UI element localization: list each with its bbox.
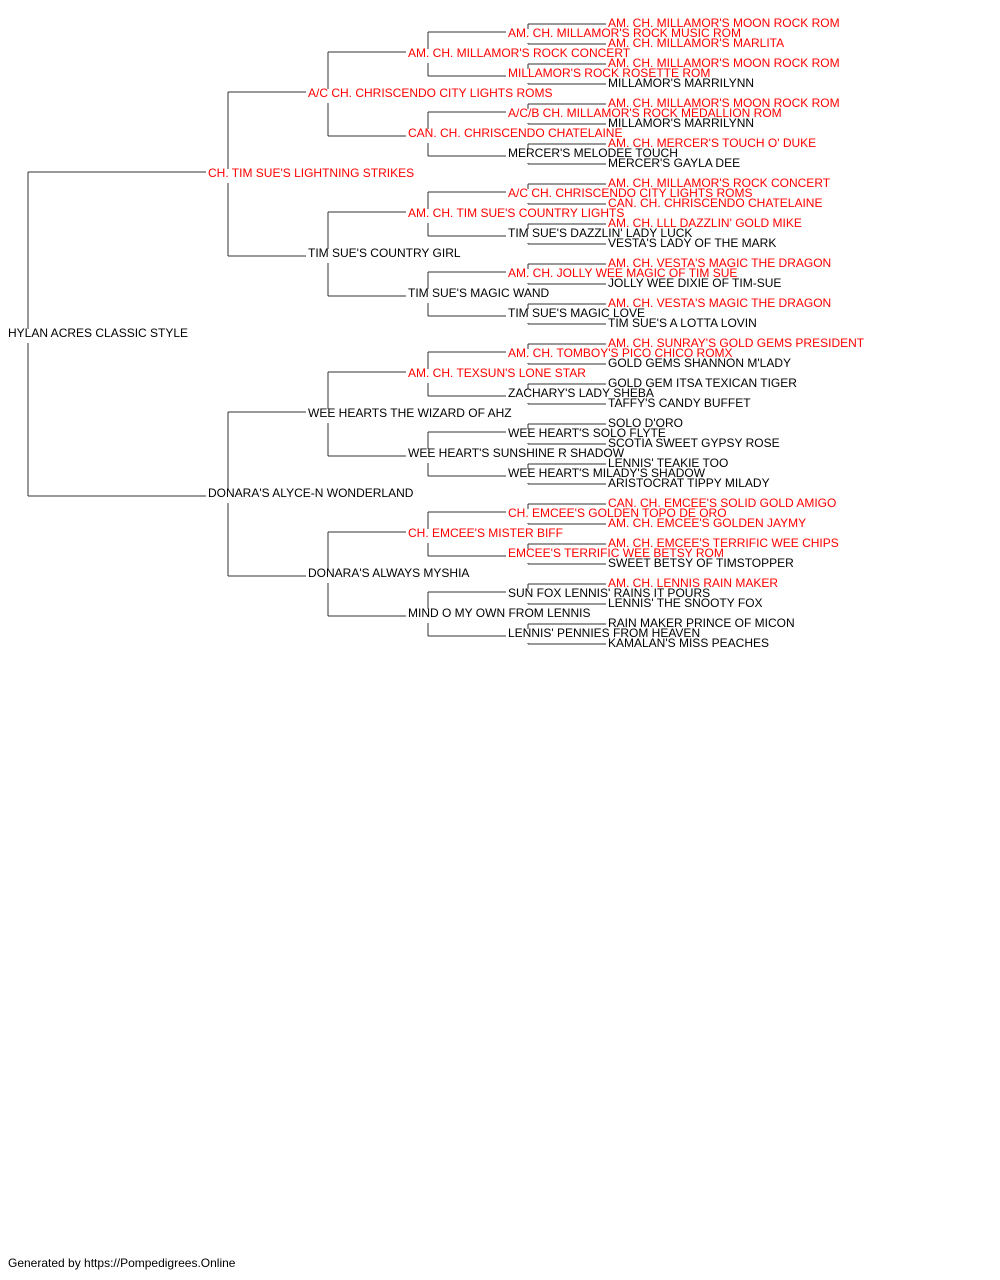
pedigree-name: AM. CH. VESTA'S MAGIC THE DRAGON [608,256,831,270]
pedigree-labels: HYLAN ACRES CLASSIC STYLE CH. TIM SUE'S L… [8,16,865,650]
pedigree-name: LENNIS' TEAKIE TOO [608,456,728,470]
pedigree-name: AM. CH. SUNRAY'S GOLD GEMS PRESIDENT [608,336,865,350]
pedigree-name: SOLO D'ORO [608,416,683,430]
pedigree-name: WEE HEART'S MILADY'S SHADOW [508,466,706,480]
pedigree-name: GOLD GEM ITSA TEXICAN TIGER [608,376,797,390]
pedigree-name: TIM SUE'S COUNTRY GIRL [308,246,461,260]
pedigree-name: TIM SUE'S MAGIC WAND [408,286,550,300]
pedigree-name: CAN. CH. EMCEE'S SOLID GOLD AMIGO [608,496,836,510]
pedigree-connector-lines [27,23,606,645]
pedigree-name: TIM SUE'S DAZZLIN' LADY LUCK [508,226,692,240]
pedigree-name: GOLD GEMS SHANNON M'LADY [608,356,791,370]
pedigree-name: JOLLY WEE DIXIE OF TIM-SUE [608,276,781,290]
footer-credit: Generated by https://Pompedigrees.Online [8,1256,236,1270]
pedigree-name: LENNIS' THE SNOOTY FOX [608,596,763,610]
pedigree-name: RAIN MAKER PRINCE OF MICON [608,616,795,630]
pedigree-name: HYLAN ACRES CLASSIC STYLE [8,326,188,340]
pedigree-name: WEE HEART'S SOLO FLYTE [508,426,666,440]
pedigree-name: AM. CH. TIM SUE'S COUNTRY LIGHTS [408,206,624,220]
pedigree-name: AM. CH. MILLAMOR'S MOON ROCK ROM [608,96,840,110]
pedigree-name: WEE HEARTS THE WIZARD OF AHZ [308,406,512,420]
pedigree-name: CH. EMCEE'S GOLDEN TOPO DE ORO [508,506,727,520]
pedigree-name: AM. CH. EMCEE'S GOLDEN JAYMY [608,516,806,530]
pedigree-name: AM. CH. LENNIS RAIN MAKER [608,576,778,590]
pedigree-name: EMCEE'S TERRIFIC WEE BETSY ROM [508,546,724,560]
pedigree-name: CAN. CH. CHRISCENDO CHATELAINE [608,196,822,210]
pedigree-name: MIND O MY OWN FROM LENNIS [408,606,590,620]
pedigree-name: A/C CH. CHRISCENDO CITY LIGHTS ROMS [308,86,552,100]
pedigree-name: LENNIS' PENNIES FROM HEAVEN [508,626,700,640]
pedigree-name: VESTA'S LADY OF THE MARK [608,236,776,250]
pedigree-name: AM. CH. TEXSUN'S LONE STAR [408,366,586,380]
pedigree-name: MILLAMOR'S MARRILYNN [608,116,754,130]
pedigree-name: CH. EMCEE'S MISTER BIFF [408,526,563,540]
pedigree-name: AM. CH. MILLAMOR'S MOON ROCK ROM [608,56,840,70]
pedigree-name: MERCER'S MELODEE TOUCH [508,146,678,160]
pedigree-name: MERCER'S GAYLA DEE [608,156,740,170]
pedigree-name: A/C/B CH. MILLAMOR'S ROCK MEDALLION ROM [508,106,782,120]
pedigree-name: SUN FOX LENNIS' RAINS IT POURS [508,586,710,600]
pedigree-name: TIM SUE'S A LOTTA LOVIN [608,316,757,330]
pedigree-name: AM. CH. LLL DAZZLIN' GOLD MIKE [608,216,802,230]
pedigree-name: AM. CH. EMCEE'S TERRIFIC WEE CHIPS [608,536,839,550]
pedigree-name: WEE HEART'S SUNSHINE R SHADOW [408,446,625,460]
pedigree-name: AM. CH. VESTA'S MAGIC THE DRAGON [608,296,831,310]
pedigree-name: CAN. CH. CHRISCENDO CHATELAINE [408,126,622,140]
pedigree-name: AM. CH. MERCER'S TOUCH O' DUKE [608,136,816,150]
pedigree-name: ARISTOCRAT TIPPY MILADY [608,476,770,490]
pedigree-name: TAFFY'S CANDY BUFFET [608,396,751,410]
pedigree-name: AM. CH. JOLLY WEE MAGIC OF TIM SUE [508,266,737,280]
pedigree-name: AM. CH. TOMBOY'S PICO CHICO ROMX [508,346,733,360]
pedigree-name: A/C CH. CHRISCENDO CITY LIGHTS ROMS [508,186,752,200]
pedigree-name: AM. CH. MILLAMOR'S ROCK CONCERT [408,46,631,60]
pedigree-name: MILLAMOR'S ROCK ROSETTE ROM [508,66,710,80]
pedigree-name: SWEET BETSY OF TIMSTOPPER [608,556,794,570]
pedigree-name: TIM SUE'S MAGIC LOVE [508,306,645,320]
pedigree-name: AM. CH. MILLAMOR'S ROCK MUSIC ROM [508,26,741,40]
pedigree-name: DONARA'S ALWAYS MYSHIA [308,566,469,580]
pedigree-name: DONARA'S ALYCE-N WONDERLAND [208,486,414,500]
pedigree-name: MILLAMOR'S MARRILYNN [608,76,754,90]
pedigree-name: ZACHARY'S LADY SHEBA [508,386,654,400]
pedigree-name: SCOTIA SWEET GYPSY ROSE [608,436,780,450]
pedigree-name: CH. TIM SUE'S LIGHTNING STRIKES [208,166,414,180]
pedigree-name: AM. CH. MILLAMOR'S ROCK CONCERT [608,176,831,190]
pedigree-name: KAMALAN'S MISS PEACHES [608,636,769,650]
pedigree-name: AM. CH. MILLAMOR'S MOON ROCK ROM [608,16,840,30]
pedigree-name: AM. CH. MILLAMOR'S MARLITA [608,36,784,50]
